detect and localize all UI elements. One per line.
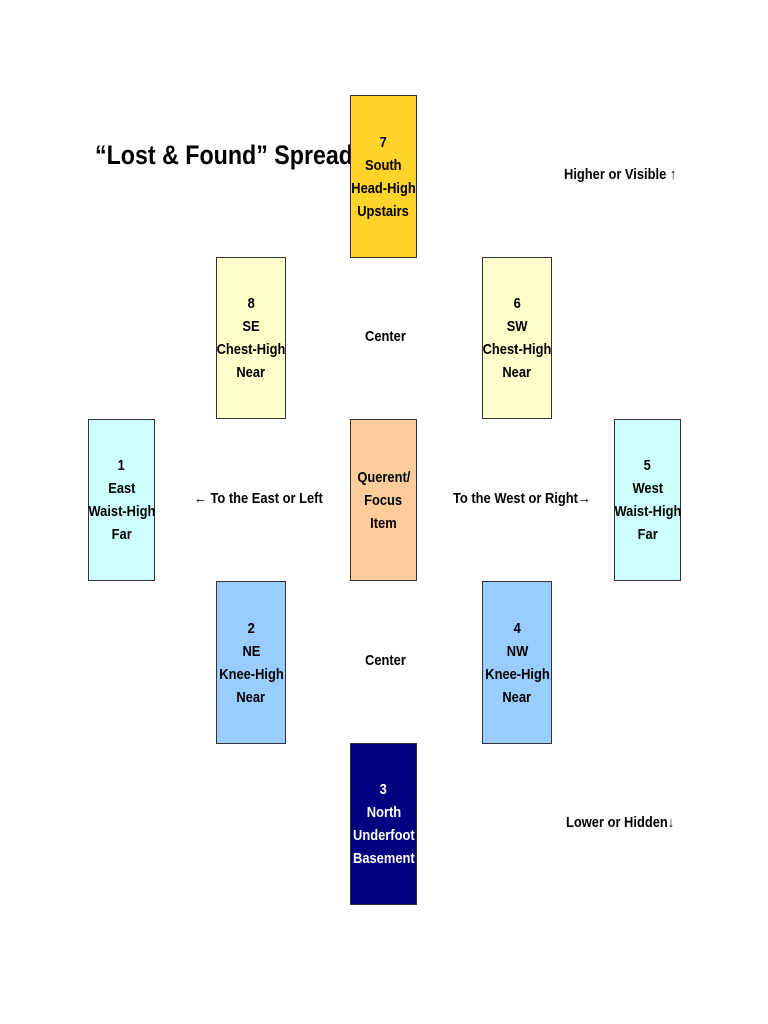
card-6-sw: 6 SW Chest-High Near bbox=[482, 257, 552, 419]
card-line: Waist-High bbox=[88, 503, 155, 520]
card-line: Waist-High bbox=[614, 503, 681, 520]
card-1-east: 1 East Waist-High Far bbox=[88, 419, 155, 581]
card-line: Chest-High bbox=[482, 341, 552, 358]
card-8-se: 8 SE Chest-High Near bbox=[216, 257, 286, 419]
card-line: Knee-High bbox=[218, 665, 284, 683]
card-line: Near bbox=[236, 688, 266, 706]
card-2-ne: 2 NE Knee-High Near bbox=[216, 581, 286, 744]
card-line: North bbox=[366, 804, 401, 821]
card-line: East bbox=[107, 480, 136, 497]
card-line: 5 bbox=[643, 457, 652, 474]
higher-or-visible-label: Higher or Visible ↑ bbox=[564, 166, 677, 183]
center-label-bottom: Center bbox=[365, 652, 406, 669]
card-line: NW bbox=[506, 642, 528, 660]
card-5-west: 5 West Waist-High Far bbox=[614, 419, 681, 581]
card-line: Head-High bbox=[351, 179, 416, 197]
card-line: Underfoot bbox=[352, 827, 415, 844]
card-line: Basement bbox=[352, 850, 415, 867]
to-east-label: ← To the East or Left bbox=[194, 490, 323, 507]
card-7-south: 7 South Head-High Upstairs bbox=[350, 95, 417, 258]
card-4-nw: 4 NW Knee-High Near bbox=[482, 581, 552, 744]
card-line: 7 bbox=[379, 133, 388, 151]
card-line: Far bbox=[111, 526, 132, 543]
card-line: Near bbox=[502, 688, 532, 706]
spread-title: “Lost & Found” Spread bbox=[95, 140, 353, 170]
card-line: West bbox=[632, 480, 663, 497]
card-line: Knee-High bbox=[484, 665, 550, 683]
card-line: 8 bbox=[247, 295, 255, 312]
card-line: South bbox=[365, 156, 402, 174]
card-line: 6 bbox=[513, 295, 521, 312]
card-line: SE bbox=[242, 318, 260, 335]
card-line: 1 bbox=[117, 457, 126, 474]
card-line: Upstairs bbox=[357, 202, 410, 220]
lower-or-hidden-label: Lower or Hidden↓ bbox=[566, 814, 675, 831]
card-3-north: 3 North Underfoot Basement bbox=[350, 743, 417, 905]
center-label-top: Center bbox=[365, 328, 406, 345]
card-line: 2 bbox=[247, 619, 255, 637]
card-line: Far bbox=[637, 526, 658, 543]
card-querent-focus: Querent/ Focus Item bbox=[350, 419, 417, 581]
to-west-label: To the West or Right→ bbox=[453, 490, 591, 507]
card-line: Querent/ bbox=[356, 468, 411, 486]
card-line: Item bbox=[370, 514, 397, 532]
card-line: Near bbox=[502, 364, 532, 381]
card-line: NE bbox=[242, 642, 260, 660]
card-line: Near bbox=[236, 364, 266, 381]
card-line: Chest-High bbox=[216, 341, 286, 358]
card-line: SW bbox=[506, 318, 528, 335]
card-line: Focus bbox=[364, 491, 403, 509]
card-line: 3 bbox=[379, 781, 388, 798]
card-line: 4 bbox=[513, 619, 521, 637]
